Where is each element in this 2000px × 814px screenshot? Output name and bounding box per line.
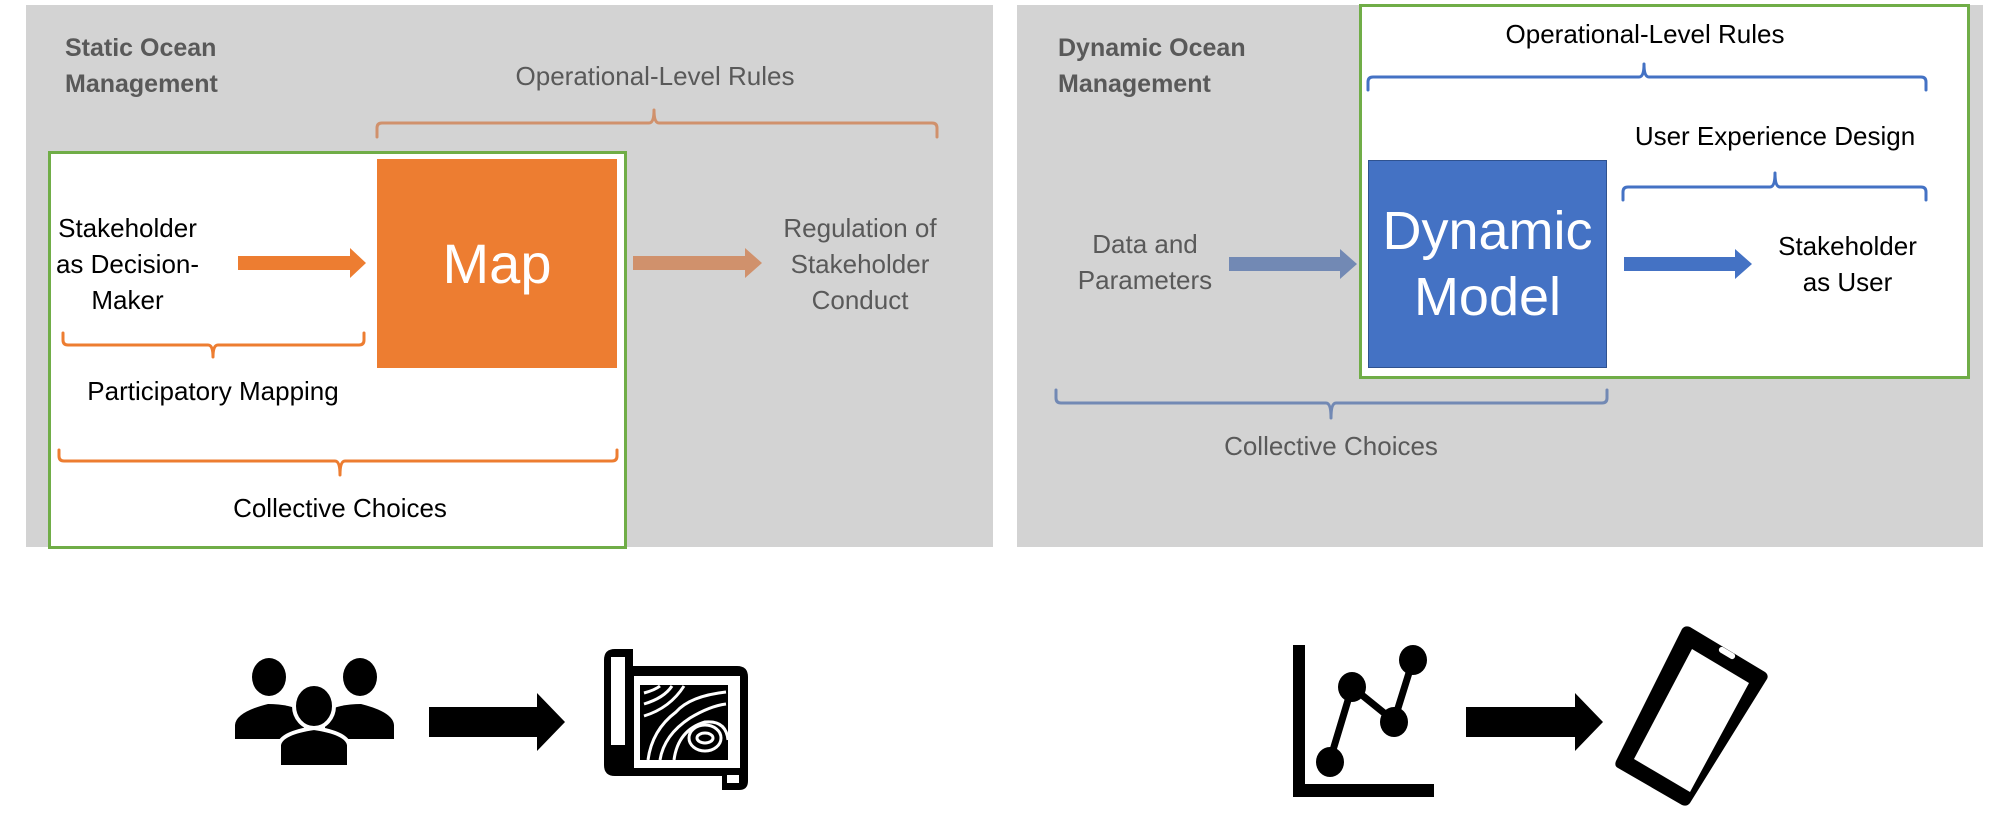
participatory-mapping-label: Participatory Mapping [87, 376, 339, 406]
model-to-user-arrow [1624, 249, 1752, 279]
map-box: Map [377, 159, 617, 368]
smartphone-icon [1615, 626, 1768, 806]
dynamic-collective-choices-brace [1054, 388, 1609, 420]
static-operational-rules-label: Operational-Level Rules [515, 61, 795, 91]
stakeholder-decision-maker-label: Stakeholder as Decision- Maker [55, 210, 200, 318]
static-collective-choices-brace [57, 448, 619, 477]
stakeholder-line1: Stakeholder [58, 213, 197, 243]
dynamic-panel-title: Dynamic Ocean Management [1058, 30, 1358, 102]
static-title-line2: Management [65, 70, 218, 98]
static-collective-choices-label: Collective Choices [233, 493, 447, 523]
static-operational-rules-brace [375, 108, 939, 139]
stakeholder-user-line2: as User [1802, 267, 1893, 297]
regulation-line3: Conduct [811, 285, 909, 315]
data-parameters-label: Data and Parameters [1065, 226, 1225, 298]
regulation-line1: Regulation of [783, 213, 937, 243]
regulation-line2: Stakeholder [790, 249, 930, 279]
dynamic-flow-arrow-icon [1466, 693, 1603, 751]
dynamic-operational-rules-brace [1366, 62, 1928, 92]
stakeholder-to-map-arrow [238, 248, 366, 278]
dynamic-title-line2: Management [1058, 70, 1211, 98]
static-panel-title: Static Ocean Management [65, 30, 365, 102]
model-box-line1: Dynamic [1382, 201, 1593, 261]
dynamic-collective-choices-label: Collective Choices [1224, 431, 1438, 461]
stakeholder-line2: as Decision- [55, 249, 200, 279]
dynamic-title-line1: Dynamic Ocean [1058, 34, 1246, 62]
data-line1: Data and [1092, 229, 1198, 259]
map-box-label: Map [442, 232, 552, 295]
map-scroll-icon [604, 649, 748, 790]
regulation-label: Regulation of Stakeholder Conduct [760, 210, 960, 318]
dynamic-model-box: Dynamic Model [1368, 160, 1607, 368]
data-line2: Parameters [1077, 265, 1213, 295]
static-title-line1: Static Ocean [65, 34, 217, 62]
model-box-line2: Model [1413, 267, 1562, 327]
people-group-icon [235, 658, 394, 769]
ux-design-label: User Experience Design [1634, 121, 1916, 151]
data-to-model-arrow [1229, 249, 1357, 279]
stakeholder-line3: Maker [91, 285, 164, 315]
line-chart-icon [1293, 645, 1434, 797]
stakeholder-user-line1: Stakeholder [1778, 231, 1917, 261]
map-to-regulation-arrow [633, 248, 762, 278]
dynamic-operational-rules-label: Operational-Level Rules [1505, 19, 1785, 49]
static-flow-arrow-icon [429, 693, 565, 751]
stakeholder-as-user-label: Stakeholder as User [1760, 228, 1935, 300]
participatory-mapping-brace [61, 331, 366, 359]
ux-design-brace [1621, 171, 1928, 202]
